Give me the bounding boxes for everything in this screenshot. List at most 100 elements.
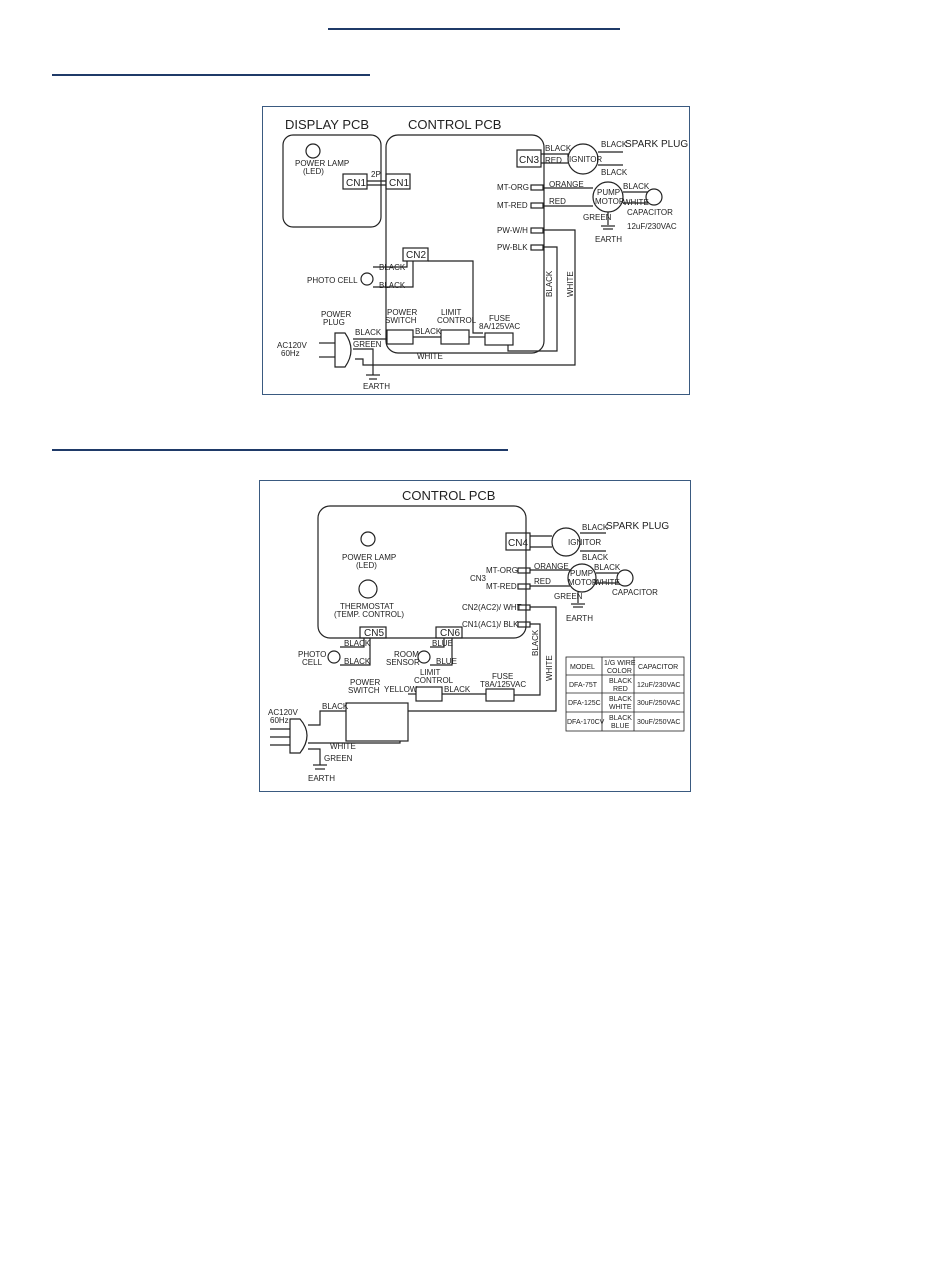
- pump-motor-symbol-2: [567, 563, 597, 593]
- cn6-label: CN6: [440, 628, 460, 639]
- capacitor-label: CAPACITOR: [627, 208, 673, 217]
- temp-control-label: (TEMP. CONTROL): [334, 610, 404, 619]
- room-sensor-symbol: [417, 650, 431, 664]
- power-lamp-symbol-2: [360, 531, 376, 547]
- plug-wire-green-2: GREEN: [324, 754, 353, 763]
- fuse-value-2: T8A/125VAC: [480, 680, 526, 689]
- wiring-diagram-2: CONTROL PCB POWER LAMP (LED) THERMOSTAT …: [259, 480, 691, 792]
- table-row-3-model: DFA-170CV: [567, 719, 605, 726]
- table-row-3-color-1: BLACK: [609, 715, 632, 722]
- table-header-color: COLOR: [607, 668, 632, 675]
- mt-org-label-2: MT-ORG: [486, 566, 518, 575]
- power-switch-label-2a: POWER: [350, 678, 380, 687]
- spark-plug-label-2: SPARK PLUG: [606, 521, 669, 532]
- pump-label: PUMP: [597, 188, 620, 197]
- power-lamp-led-label-2: (LED): [356, 561, 377, 570]
- plug-earth-label-2: EARTH: [308, 774, 335, 783]
- ac-label-2: AC120V: [268, 708, 298, 717]
- photo-cell-symbol: [360, 272, 374, 286]
- ignitor-label-2: IGNITOR: [568, 538, 601, 547]
- motor-earth-label-2: EARTH: [566, 614, 593, 623]
- control-pcb-label-2: CONTROL PCB: [402, 488, 495, 503]
- photo-wire-black-2b: BLACK: [344, 657, 371, 666]
- table-row-2-model: DFA-125C: [568, 700, 601, 707]
- capacitor-value: 12uF/230VAC: [627, 222, 677, 231]
- photo-cell-symbol-2: [327, 650, 341, 664]
- spark-wire-black-2a: BLACK: [582, 523, 609, 532]
- vertical-wire-black: BLACK: [545, 270, 554, 297]
- cn5-label: CN5: [364, 628, 384, 639]
- power-switch-symbol: [386, 329, 414, 345]
- control-cn1-label: CN1: [389, 178, 409, 189]
- display-pcb-label: DISPLAY PCB: [285, 117, 369, 132]
- title-rule: [328, 28, 620, 30]
- limit-control-symbol-2: [415, 686, 443, 702]
- sensor-wire-blue-1: BLUE: [432, 639, 453, 648]
- power-plug-symbol-2: [289, 718, 308, 754]
- capacitor-symbol-2: [616, 569, 634, 587]
- capacitor-label-2: CAPACITOR: [612, 588, 658, 597]
- table-row-2-color-1: BLACK: [609, 696, 632, 703]
- table-row-1-capacitor: 12uF/230VAC: [637, 682, 680, 689]
- photo-label-2: CELL: [302, 658, 323, 667]
- limit-control-label-2: CONTROL: [437, 316, 477, 325]
- plug-wire-green: GREEN: [353, 340, 382, 349]
- table-row-2-capacitor: 30uF/250VAC: [637, 700, 680, 707]
- spark-wire-black-2: BLACK: [601, 168, 628, 177]
- pw-wh-label: PW-W/H: [497, 226, 528, 235]
- photo-label-1: PHOTO: [298, 650, 326, 659]
- control-pcb-label: CONTROL PCB: [408, 117, 501, 132]
- power-switch-label-2b: SWITCH: [348, 686, 380, 695]
- power-switch-label-2: SWITCH: [385, 316, 417, 325]
- room-sensor-label-2: SENSOR: [386, 658, 420, 667]
- motor-wire-orange-2: ORANGE: [534, 562, 569, 571]
- fuse-symbol-2: [485, 688, 515, 702]
- vertical-wire-white: WHITE: [566, 271, 575, 297]
- cn5-box: [359, 626, 387, 639]
- hz-label: 60Hz: [281, 349, 300, 358]
- photo-cell-label: PHOTO CELL: [307, 276, 358, 285]
- plug-wire-black-2: BLACK: [322, 702, 349, 711]
- mt-red-label: MT-RED: [497, 201, 528, 210]
- spark-wire-black-2b: BLACK: [582, 553, 609, 562]
- plug-earth-label: EARTH: [363, 382, 390, 391]
- hz-label-2: 60Hz: [270, 716, 289, 725]
- cap-wire-white-2: WHITE: [594, 578, 620, 587]
- table-row-1-color-1: BLACK: [609, 678, 632, 685]
- switch-wire-black: BLACK: [415, 327, 442, 336]
- power-plug-label-2: PLUG: [323, 318, 345, 327]
- power-lamp-label-2: POWER LAMP: [342, 553, 396, 562]
- table-row-1-color-2: RED: [613, 686, 628, 693]
- display-pcb-board: [282, 134, 382, 228]
- section-2-rule: [52, 449, 508, 451]
- room-sensor-label-1: ROOM: [394, 650, 419, 659]
- sensor-wire-blue-2: BLUE: [436, 657, 457, 666]
- power-lamp-led-label: (LED): [303, 167, 324, 176]
- display-cn1-label: CN1: [346, 178, 366, 189]
- cn2-wht-label: CN2(AC2)/ WHT: [462, 603, 522, 612]
- ignitor-label: IGNITOR: [569, 155, 602, 164]
- cn6-box: [435, 626, 463, 639]
- section-1-rule: [52, 74, 370, 76]
- fuse-wire-black-2: BLACK: [444, 685, 471, 694]
- spark-plug-label: SPARK PLUG: [625, 139, 688, 150]
- vertical-wire-black-2: BLACK: [531, 629, 540, 656]
- motor-wire-orange: ORANGE: [549, 180, 584, 189]
- fuse-label: FUSE: [489, 314, 510, 323]
- cap-wire-black-2: BLACK: [594, 563, 621, 572]
- thermostat-symbol: [358, 579, 378, 599]
- fuse-value: 8A/125VAC: [479, 322, 520, 331]
- table-row-2-color-2: WHITE: [609, 704, 632, 711]
- wiring-diagram-1: DISPLAY PCB CONTROL PCB POWER LAMP (LED)…: [262, 106, 690, 395]
- connector-pins-2: [517, 567, 531, 628]
- ignitor-symbol-2: [551, 527, 581, 557]
- fuse-label-2: FUSE: [492, 672, 513, 681]
- power-switch-label-1: POWER: [387, 308, 417, 317]
- motor-wire-green: GREEN: [583, 213, 612, 222]
- model-table: MODEL 1/G WIRE COLOR CAPACITOR DFA-75T B…: [565, 656, 685, 732]
- cn3-label: CN3: [519, 155, 539, 166]
- cn1-blk-label: CN1(AC1)/ BLK: [462, 620, 519, 629]
- wiring-diagram-2-svg: CONTROL PCB POWER LAMP (LED) THERMOSTAT …: [268, 488, 685, 783]
- photo-wire-black-2a: BLACK: [344, 639, 371, 648]
- motor-label-2: MOTOR: [568, 578, 598, 587]
